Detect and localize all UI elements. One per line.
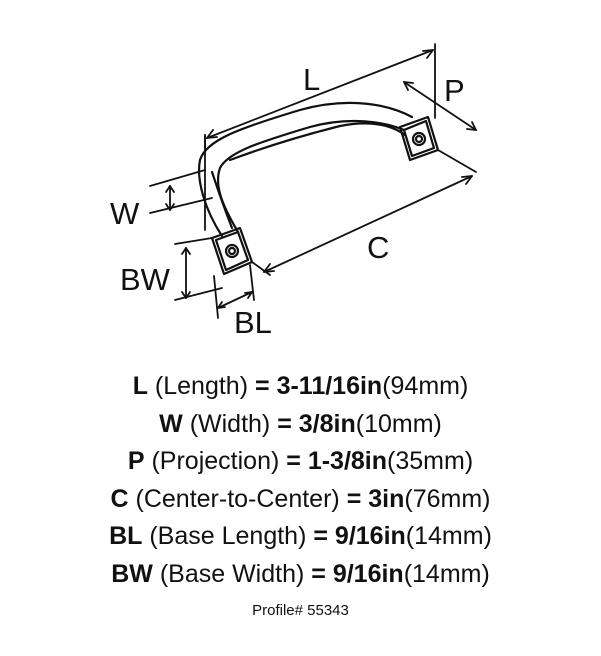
spec-width: W (Width) = 3/8in(10mm) <box>0 406 601 444</box>
pull-dimension-diagram: L P W C BW BL <box>110 43 477 340</box>
spec-name: (Base Length) <box>149 522 307 551</box>
spec-imperial: 9/16in <box>332 559 404 588</box>
spec-code: C <box>110 484 129 513</box>
spec-length: L (Length) = 3-11/16in(94mm) <box>0 368 601 406</box>
spec-eq: = <box>255 372 270 400</box>
label-W: W <box>110 196 140 231</box>
spec-projection: P (Projection) = 1-3/8in(35mm) <box>0 443 601 481</box>
spec-base-width: BW (Base Width) = 9/16in(14mm) <box>0 556 601 594</box>
spec-name: (Base Width) <box>159 559 305 588</box>
spec-metric: (14mm) <box>405 522 492 551</box>
dimension-specs: L (Length) = 3-11/16in(94mm) W (Width) =… <box>0 368 601 594</box>
spec-metric: (76mm) <box>404 484 491 513</box>
spec-code: W <box>159 409 183 438</box>
spec-imperial: 9/16in <box>334 522 406 551</box>
label-C: C <box>367 230 389 265</box>
spec-code: P <box>127 447 145 476</box>
dimension-lines <box>149 43 477 319</box>
spec-eq: = <box>346 484 362 513</box>
spec-metric: (14mm) <box>403 559 490 588</box>
spec-imperial: 1-3/8in <box>307 447 388 476</box>
spec-name: (Length) <box>154 372 249 400</box>
spec-metric: (94mm) <box>382 372 469 400</box>
label-L: L <box>303 62 320 97</box>
spec-imperial: 3in <box>368 484 405 513</box>
spec-center-to-center: C (Center-to-Center) = 3in(76mm) <box>0 481 601 519</box>
profile-number: Profile# 55343 <box>252 602 349 619</box>
label-BW: BW <box>120 262 171 297</box>
label-P: P <box>444 73 465 108</box>
spec-name: (Center-to-Center) <box>135 484 340 513</box>
spec-base-length: BL (Base Length) = 9/16in(14mm) <box>0 518 601 556</box>
spec-metric: (10mm) <box>355 409 442 438</box>
spec-eq: = <box>311 559 326 588</box>
spec-metric: (35mm) <box>387 447 474 476</box>
spec-eq: = <box>313 522 328 551</box>
spec-code: BL <box>109 522 143 551</box>
spec-eq: = <box>277 409 292 438</box>
spec-code: BW <box>111 559 153 588</box>
spec-code: L <box>132 372 148 400</box>
label-BL: BL <box>234 305 272 340</box>
cabinet-pull-drawing <box>198 101 440 276</box>
spec-name: (Width) <box>189 409 271 438</box>
spec-imperial: 3-11/16in <box>276 372 383 400</box>
spec-imperial: 3/8in <box>298 409 356 438</box>
spec-eq: = <box>286 447 301 476</box>
spec-name: (Projection) <box>151 447 280 476</box>
